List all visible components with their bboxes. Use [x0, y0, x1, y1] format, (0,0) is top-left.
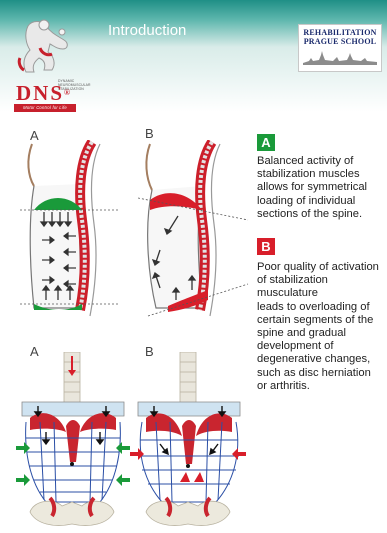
figure-label-top-b: B	[145, 126, 154, 141]
legend-text-b: Poor quality of activation of stabilizat…	[257, 261, 387, 393]
legend-a-line: loading of individual	[257, 195, 367, 208]
school-name-line2: PRAGUE SCHOOL	[302, 37, 378, 46]
registered-mark: ®	[64, 88, 72, 97]
trunk-diagram-imbalanced	[138, 140, 250, 322]
legend-b-line: certain segments of the	[257, 314, 387, 327]
legend-badge-a: A	[257, 134, 275, 151]
legend-badge-b: B	[257, 238, 275, 255]
legend-b-line: leads to overloading of	[257, 301, 387, 314]
trunk-diagram-balanced	[20, 140, 120, 322]
legend-a-line: Balanced activity of	[257, 155, 367, 168]
legend-a-line: allows for symmetrical	[257, 181, 367, 194]
logo-tagline: Motor Control for Life	[14, 104, 76, 112]
logo-wordmark: DNS®	[16, 82, 72, 104]
rehabilitation-prague-school-logo: REHABILITATION PRAGUE SCHOOL	[298, 24, 382, 72]
legend-b-line: Poor quality of activation	[257, 261, 387, 274]
legend-text-a: Balanced activity of stabilization muscl…	[257, 155, 367, 221]
legend-b-line: or arthritis.	[257, 380, 387, 393]
abdominal-wall-diagram-imbalanced	[130, 352, 246, 528]
header-banner: Dynamic Neuromuscular Stabilization DNS®…	[0, 0, 387, 112]
abdominal-wall-diagram-balanced	[16, 352, 130, 528]
legend-a-line: stabilization muscles	[257, 168, 367, 181]
legend-b-line: of stabilization musculature	[257, 274, 387, 300]
legend-b-line: degenerative changes,	[257, 353, 387, 366]
legend-b-line: spine and gradual	[257, 327, 387, 340]
school-name-line1: REHABILITATION	[302, 28, 378, 37]
legend-a-line: sections of the spine.	[257, 208, 367, 221]
prague-skyline-icon	[303, 49, 377, 65]
dns-logo: Dynamic Neuromuscular Stabilization DNS®…	[14, 18, 104, 110]
legend-b-line: such as disc herniation	[257, 367, 387, 380]
squatting-figure-icon	[14, 18, 74, 80]
legend-b-line: development of	[257, 340, 387, 353]
page-title: Introduction	[108, 22, 186, 39]
